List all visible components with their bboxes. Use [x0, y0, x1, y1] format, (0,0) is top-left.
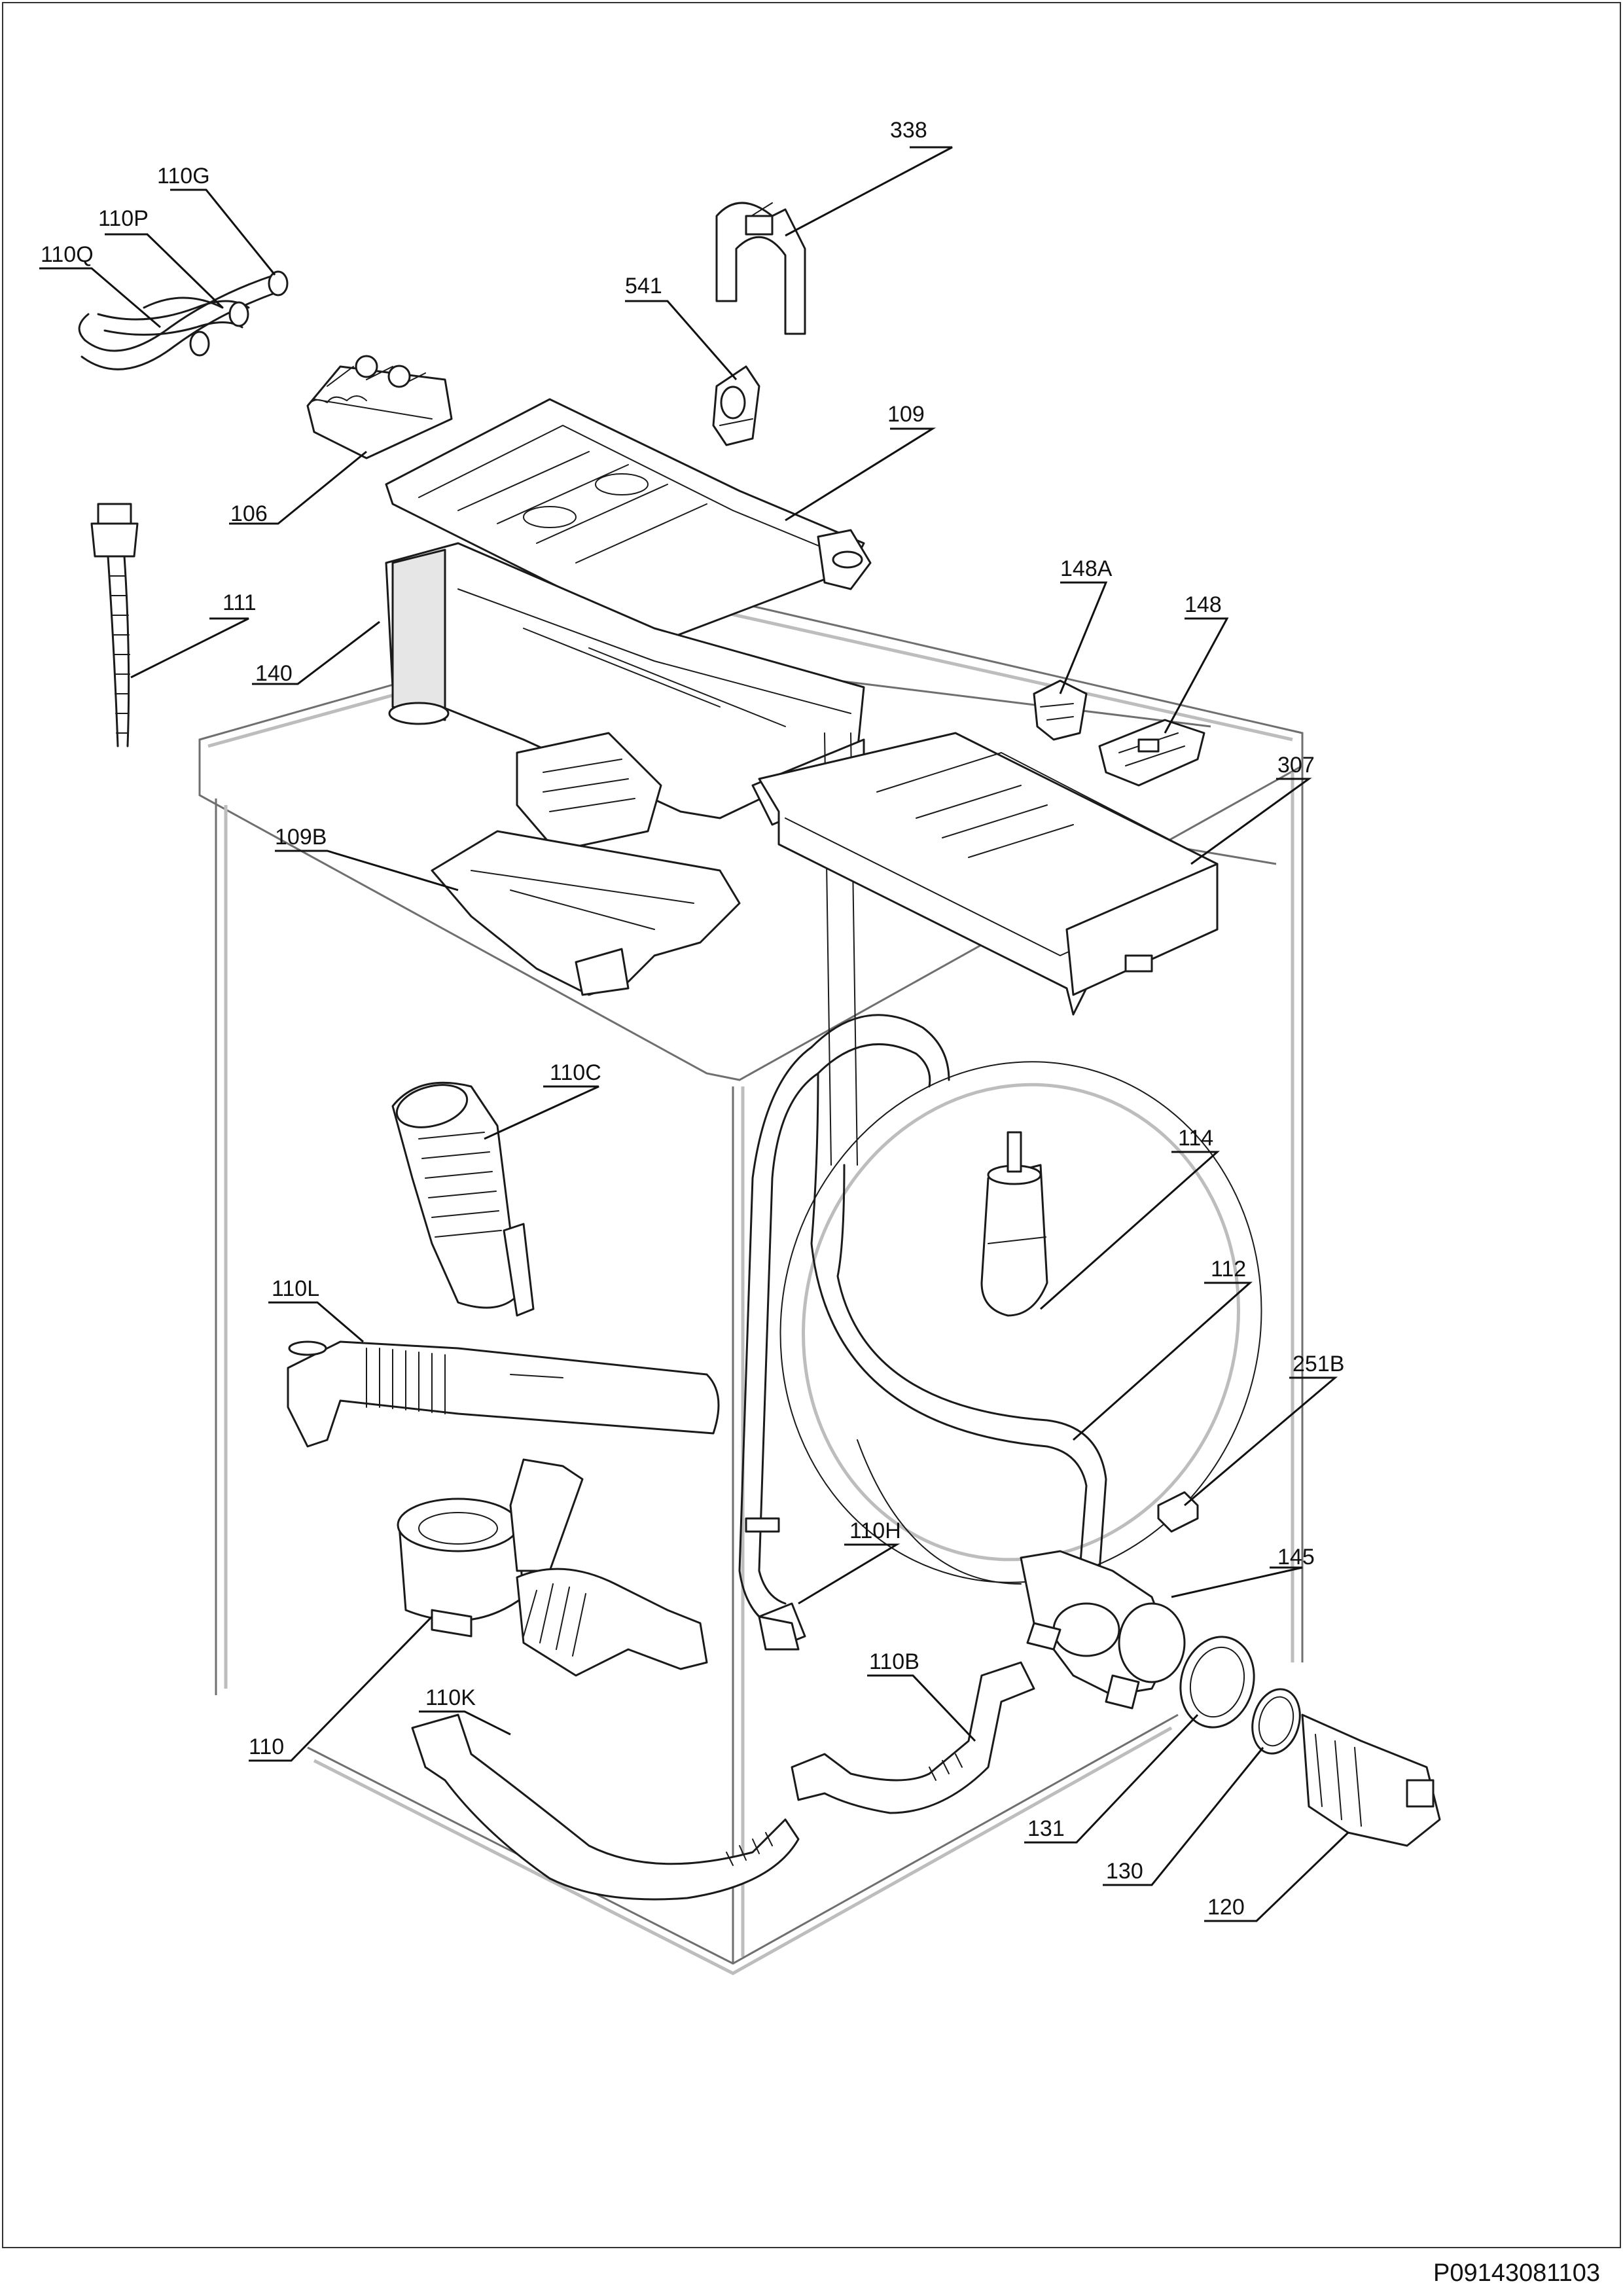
part-148: [1098, 719, 1205, 787]
clamp-338: [715, 202, 806, 335]
callout-140: 140: [255, 661, 293, 686]
leader-lines: [39, 146, 1349, 1922]
callout-110p: 110P: [98, 206, 149, 231]
drawer-307: [758, 732, 1219, 1016]
part-109b: [431, 830, 741, 996]
callout-111: 111: [223, 590, 257, 615]
callout-109: 109: [887, 402, 925, 427]
callout-110c: 110C: [550, 1060, 601, 1085]
hose-set-110g-110p-110q: [78, 270, 289, 370]
pump-145: [1020, 1550, 1186, 1710]
callout-110l: 110L: [272, 1276, 319, 1301]
hose-110b: [791, 1661, 1035, 1814]
connector-110h: [758, 1615, 800, 1651]
callout-148a: 148A: [1060, 556, 1113, 581]
part-114: [980, 1131, 1048, 1317]
callout-114: 114: [1178, 1126, 1213, 1151]
valve-106: [306, 355, 453, 459]
bellows-110c: [391, 1081, 535, 1317]
callout-110: 110: [249, 1734, 284, 1759]
callout-110h: 110H: [849, 1518, 901, 1543]
hose-110k: [411, 1713, 800, 1901]
callout-110k: 110K: [425, 1685, 476, 1710]
sump-110: [397, 1458, 708, 1677]
part-148a: [1033, 679, 1088, 741]
callout-541: 541: [625, 274, 662, 298]
inlet-hose-111: [90, 503, 139, 747]
callout-130: 130: [1106, 1859, 1143, 1884]
part-541: [712, 365, 760, 446]
callout-112: 112: [1211, 1257, 1246, 1282]
filter-120: [1301, 1713, 1441, 1847]
hose-110l: [287, 1340, 720, 1448]
callout-labels: 338 110G 110P 110Q 541 109 106 111 140 1…: [41, 118, 1344, 1920]
callout-110q: 110Q: [41, 242, 94, 267]
part-131: [1179, 1636, 1255, 1729]
document-code: P09143081103: [1433, 2259, 1600, 2287]
ring-130: [1251, 1688, 1301, 1755]
door-ring: [779, 1061, 1262, 1585]
callout-251b: 251B: [1293, 1352, 1344, 1376]
dispenser-housing-109: [385, 398, 872, 643]
callout-110g: 110G: [157, 164, 210, 188]
callout-145: 145: [1277, 1545, 1315, 1570]
callout-338: 338: [890, 118, 927, 143]
callout-110b: 110B: [869, 1649, 919, 1674]
callout-131: 131: [1027, 1816, 1065, 1841]
callout-307: 307: [1277, 753, 1315, 778]
callout-106: 106: [230, 501, 268, 526]
callout-148: 148: [1185, 592, 1222, 617]
page-border: [2, 2, 1621, 2248]
callout-109b: 109B: [275, 825, 327, 850]
callout-120: 120: [1207, 1895, 1245, 1920]
